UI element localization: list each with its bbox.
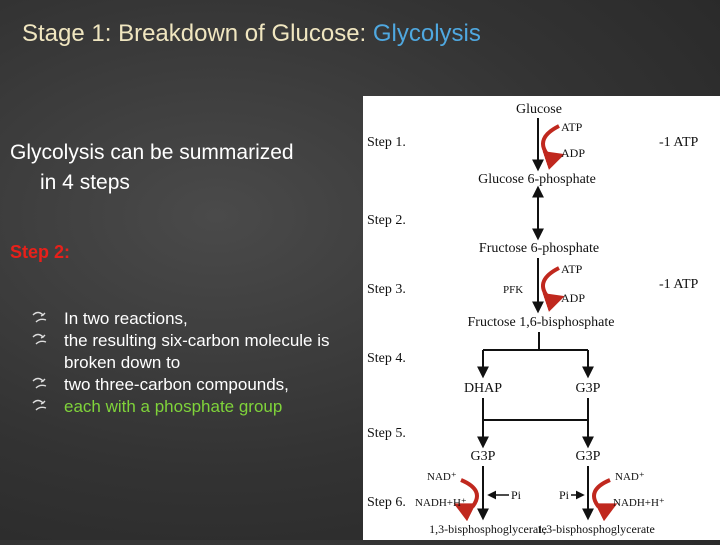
f6p-label: Fructose 6-phosphate [479,241,599,256]
bullet-arrow-icon [32,311,47,323]
nadh-label-right: NADH+H⁺ [613,497,665,509]
bullet-item: the resulting six-carbon molecule is bro… [32,330,356,374]
atp-cost-step1: -1 ATP [659,135,699,150]
f16bp-label: Fructose 1,6-bisphosphate [468,315,615,330]
glycolysis-pathway-svg: Step 1. Step 2. Step 3. Step 4. Step 5. … [367,102,699,536]
bullet-list: In two reactions, the resulting six-carb… [32,308,356,418]
atp-cost-step3: -1 ATP [659,277,699,292]
adp-label-step1: ADP [561,146,585,160]
step-1-label: Step 1. [367,135,406,150]
nad-label-right: NAD⁺ [615,471,645,483]
nad-curve-left [453,478,479,522]
step-5-label: Step 5. [367,426,406,441]
summary-line-1: Glycolysis can be summarized [10,141,294,164]
dhap-label: DHAP [464,381,502,396]
bpg-label-left: 1,3-bisphosphoglycerate [429,522,547,536]
nadh-label-left: NADH+H⁺ [415,497,467,509]
bullet-item: In two reactions, [32,308,356,330]
bullet-arrow-icon [32,377,47,389]
atp-label-step1: ATP [561,120,583,134]
adp-label-step3: ADP [561,291,585,305]
nad-curve-right [592,478,618,522]
pi-label-right: Pi [559,488,570,502]
title-highlight: Glycolysis [372,20,481,47]
summary-line-2: in 4 steps [40,171,130,194]
bpg-label-right: 1,3-bisphosphoglycerate [537,522,655,536]
step-3-label: Step 3. [367,282,406,297]
step-2-label: Step 2. [367,213,406,228]
glucose-label: Glucose [516,102,562,117]
summary-text: Glycolysis can be summarized in 4 steps [10,138,350,198]
bullet-item: two three-carbon compounds, [32,374,356,396]
bullet-arrow-icon [32,333,47,345]
step-label: Step 2: [10,242,71,262]
pfk-label: PFK [503,284,523,296]
g3p-label-right-top: G3P [576,381,601,396]
atp-adp-curve-step1 [541,124,565,170]
bullet-arrow-icon [32,399,47,411]
g3p-label-right: G3P [576,449,601,464]
atp-adp-curve-step3 [541,266,565,312]
title-prefix: Stage 1: Breakdown of Glucose: [22,20,373,47]
g3p-label-left: G3P [471,449,496,464]
g6p-label: Glucose 6-phosphate [478,172,596,187]
nad-label-left: NAD⁺ [427,471,457,483]
step-4-label: Step 4. [367,351,406,366]
glycolysis-diagram: Step 1. Step 2. Step 3. Step 4. Step 5. … [363,96,720,540]
slide-title: Stage 1: Breakdown of Glucose: Glycolysi… [22,20,481,48]
atp-label-step3: ATP [561,262,583,276]
step-6-label: Step 6. [367,495,406,510]
bullet-item: each with a phosphate group [32,396,356,418]
pi-label-left: Pi [511,488,522,502]
